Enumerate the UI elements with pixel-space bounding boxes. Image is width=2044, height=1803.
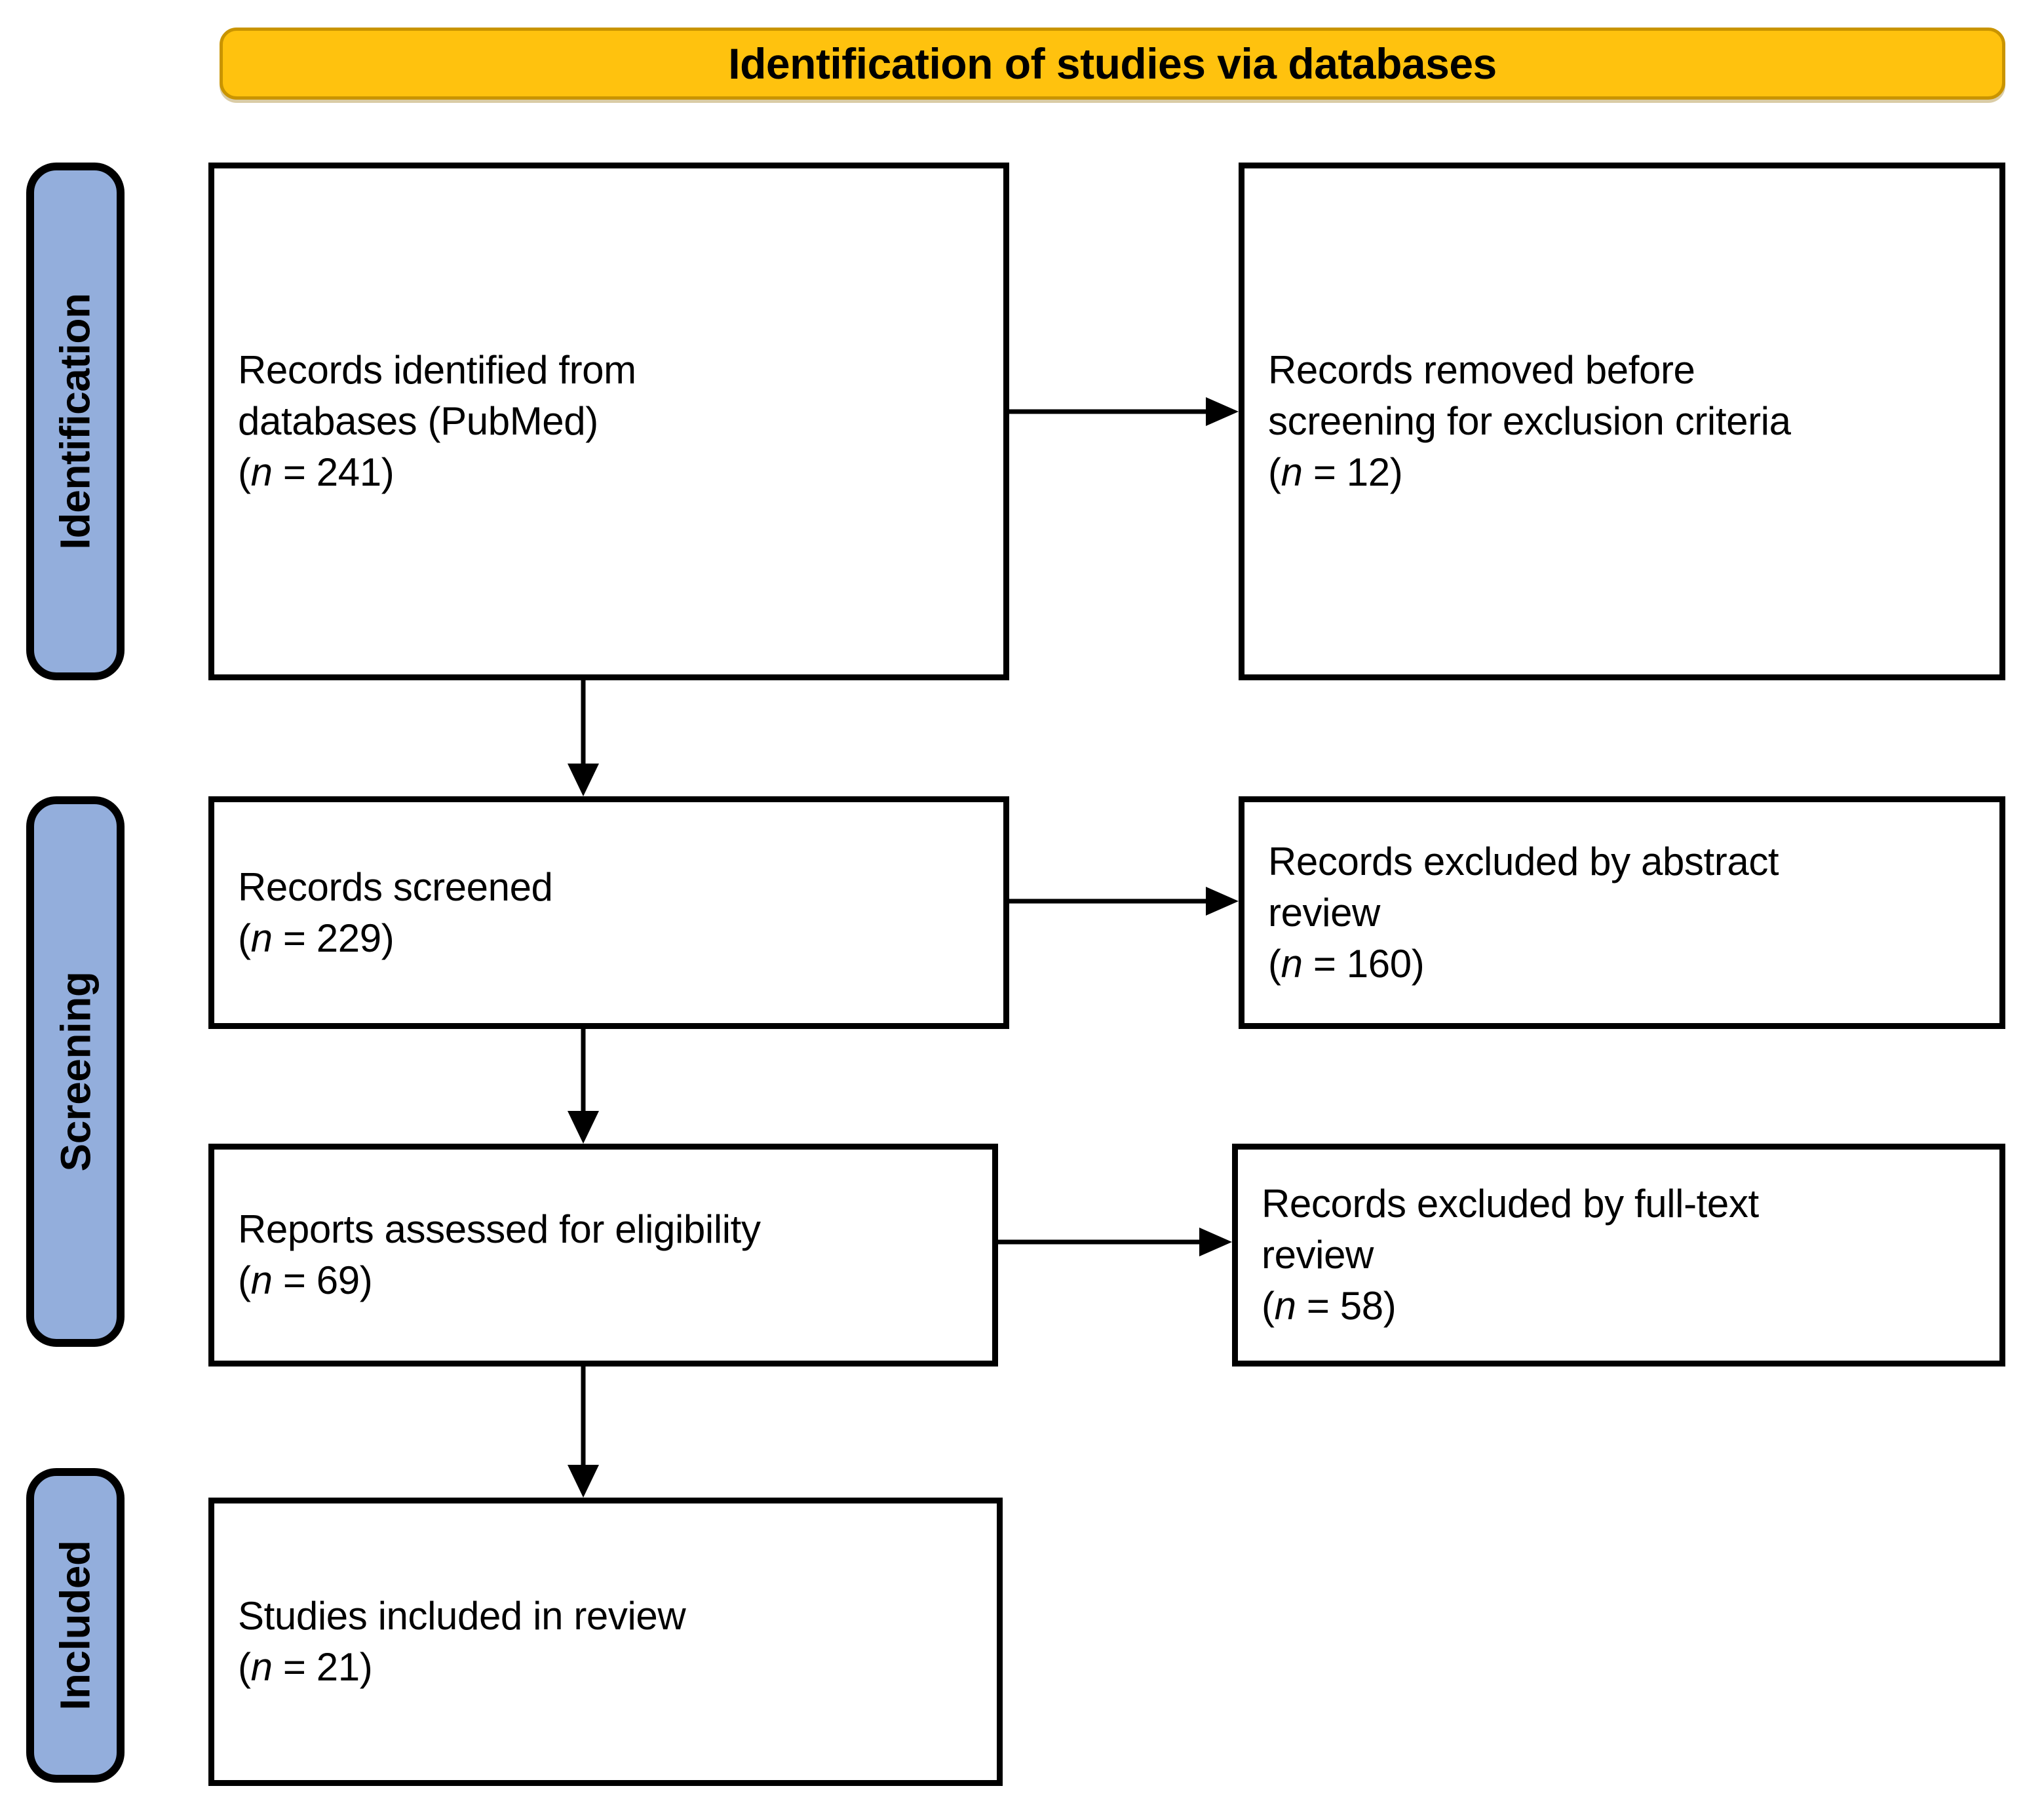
count-equals: = bbox=[1296, 1284, 1340, 1328]
count-n-symbol: n bbox=[250, 1258, 273, 1302]
box-excluded-abstract-line1: Records excluded by abstract bbox=[1268, 839, 1779, 883]
diagram-title: Identification of studies via databases bbox=[728, 39, 1497, 88]
count-paren-open: ( bbox=[1268, 941, 1281, 986]
count-n-symbol: n bbox=[1274, 1284, 1296, 1328]
box-studies-included: Studies included in review (n = 21) bbox=[208, 1498, 1003, 1786]
box-records-screened-count: (n = 229) bbox=[238, 913, 980, 964]
box-excluded-fulltext: Records excluded by full-text review (n … bbox=[1232, 1144, 2005, 1367]
box-excluded-abstract-line2: review bbox=[1268, 890, 1380, 935]
box-reports-eligibility-count: (n = 69) bbox=[238, 1255, 969, 1306]
count-equals: = bbox=[272, 916, 317, 960]
box-records-screened: Records screened (n = 229) bbox=[208, 796, 1009, 1029]
count-equals: = bbox=[272, 1258, 317, 1302]
count-equals: = bbox=[272, 1645, 317, 1689]
count-paren-open: ( bbox=[1268, 450, 1281, 494]
count-equals: = bbox=[1302, 941, 1347, 986]
count-n-symbol: n bbox=[250, 450, 273, 494]
count-value: 21 bbox=[316, 1645, 360, 1689]
count-paren-open: ( bbox=[238, 916, 251, 960]
stage-label-screening: Screening bbox=[26, 796, 125, 1347]
count-paren-open: ( bbox=[238, 1258, 251, 1302]
stage-label-included-text: Included bbox=[52, 1540, 99, 1711]
arrow-eligibility-to-excluded-fulltext bbox=[998, 1228, 1232, 1256]
count-paren-open: ( bbox=[238, 1645, 251, 1689]
count-n-symbol: n bbox=[250, 1645, 273, 1689]
box-reports-eligibility-line1: Reports assessed for eligibility bbox=[238, 1207, 761, 1251]
box-excluded-fulltext-count: (n = 58) bbox=[1262, 1281, 1976, 1332]
arrow-identified-to-removed bbox=[1009, 397, 1239, 426]
box-records-removed: Records removed before screening for exc… bbox=[1239, 163, 2005, 680]
stage-label-identification: Identification bbox=[26, 163, 125, 680]
count-paren-close: ) bbox=[381, 916, 395, 960]
stage-label-screening-text: Screening bbox=[52, 971, 99, 1172]
box-records-screened-line1: Records screened bbox=[238, 864, 553, 909]
count-equals: = bbox=[1302, 450, 1347, 494]
count-paren-close: ) bbox=[359, 1645, 373, 1689]
count-value: 58 bbox=[1340, 1284, 1383, 1328]
box-studies-included-line1: Studies included in review bbox=[238, 1594, 686, 1638]
count-paren-open: ( bbox=[1262, 1284, 1275, 1328]
count-paren-close: ) bbox=[381, 450, 395, 494]
count-paren-close: ) bbox=[1389, 450, 1403, 494]
count-value: 229 bbox=[316, 916, 381, 960]
box-records-removed-line2: screening for exclusion criteria bbox=[1268, 399, 1791, 443]
count-paren-close: ) bbox=[1383, 1284, 1397, 1328]
count-paren-close: ) bbox=[1411, 941, 1425, 986]
stage-label-identification-text: Identification bbox=[52, 293, 99, 550]
count-paren-close: ) bbox=[359, 1258, 373, 1302]
count-n-symbol: n bbox=[1281, 941, 1303, 986]
box-reports-eligibility: Reports assessed for eligibility (n = 69… bbox=[208, 1144, 998, 1367]
box-excluded-abstract-count: (n = 160) bbox=[1268, 939, 1976, 990]
count-n-symbol: n bbox=[1281, 450, 1303, 494]
box-records-identified-count: (n = 241) bbox=[238, 447, 980, 498]
count-value: 160 bbox=[1346, 941, 1412, 986]
box-records-removed-count: (n = 12) bbox=[1268, 447, 1976, 498]
box-records-identified-line2: databases (PubMed) bbox=[238, 399, 598, 443]
count-equals: = bbox=[272, 450, 317, 494]
count-n-symbol: n bbox=[250, 916, 273, 960]
arrow-identified-to-screened bbox=[564, 680, 603, 796]
box-records-removed-line1: Records removed before bbox=[1268, 348, 1695, 392]
arrow-screened-to-eligibility bbox=[564, 1029, 603, 1144]
arrow-eligibility-to-included bbox=[564, 1367, 603, 1498]
diagram-header-banner: Identification of studies via databases bbox=[220, 28, 2005, 100]
box-records-identified-line1: Records identified from bbox=[238, 348, 636, 392]
box-excluded-fulltext-line2: review bbox=[1262, 1233, 1374, 1277]
stage-label-included: Included bbox=[26, 1468, 125, 1783]
count-value: 69 bbox=[316, 1258, 360, 1302]
arrow-screened-to-excluded-abstract bbox=[1009, 887, 1239, 916]
count-value: 241 bbox=[316, 450, 381, 494]
box-excluded-abstract: Records excluded by abstract review (n =… bbox=[1239, 796, 2005, 1029]
box-excluded-fulltext-line1: Records excluded by full-text bbox=[1262, 1182, 1759, 1226]
count-paren-open: ( bbox=[238, 450, 251, 494]
count-value: 12 bbox=[1346, 450, 1390, 494]
box-studies-included-count: (n = 21) bbox=[238, 1642, 973, 1693]
box-records-identified: Records identified from databases (PubMe… bbox=[208, 163, 1009, 680]
